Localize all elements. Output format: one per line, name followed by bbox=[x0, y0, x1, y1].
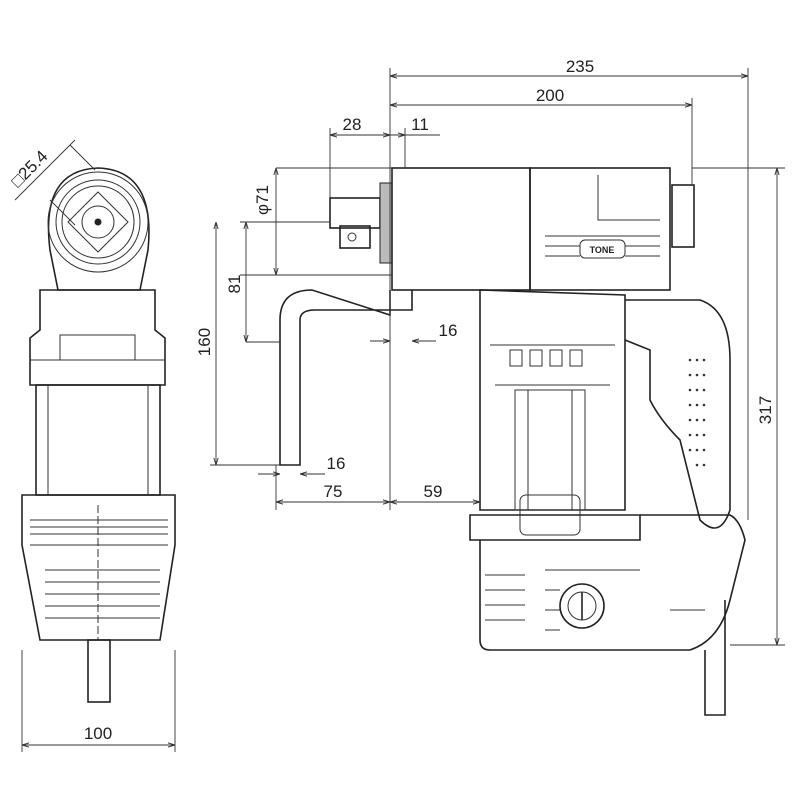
brand-logo: TONE bbox=[590, 245, 615, 255]
dim-100: 100 bbox=[84, 724, 112, 743]
dim-200: 200 bbox=[536, 86, 564, 105]
side-view: TONE bbox=[279, 167, 746, 716]
dim-16-lower: 16 bbox=[327, 454, 346, 473]
front-view bbox=[21, 167, 176, 703]
dim-16-upper: 16 bbox=[439, 321, 458, 340]
direction-switch-icon bbox=[559, 583, 605, 629]
dim-81: 81 bbox=[225, 275, 244, 294]
dim-phi71: φ71 bbox=[253, 185, 272, 215]
logo-badge bbox=[579, 239, 626, 259]
dimensions: 235 200 28 11 φ71 81 160 16 16 75 59 317… bbox=[7, 57, 785, 752]
dim-11: 11 bbox=[411, 115, 429, 134]
dim-28: 28 bbox=[343, 115, 362, 134]
dim-160: 160 bbox=[195, 328, 214, 356]
dim-75: 75 bbox=[324, 482, 343, 501]
dim-59: 59 bbox=[424, 482, 443, 501]
dim-square-25-4: □25.4 bbox=[7, 147, 51, 191]
dim-317: 317 bbox=[756, 396, 775, 424]
dim-235: 235 bbox=[566, 57, 594, 76]
grip-dots bbox=[688, 358, 706, 467]
